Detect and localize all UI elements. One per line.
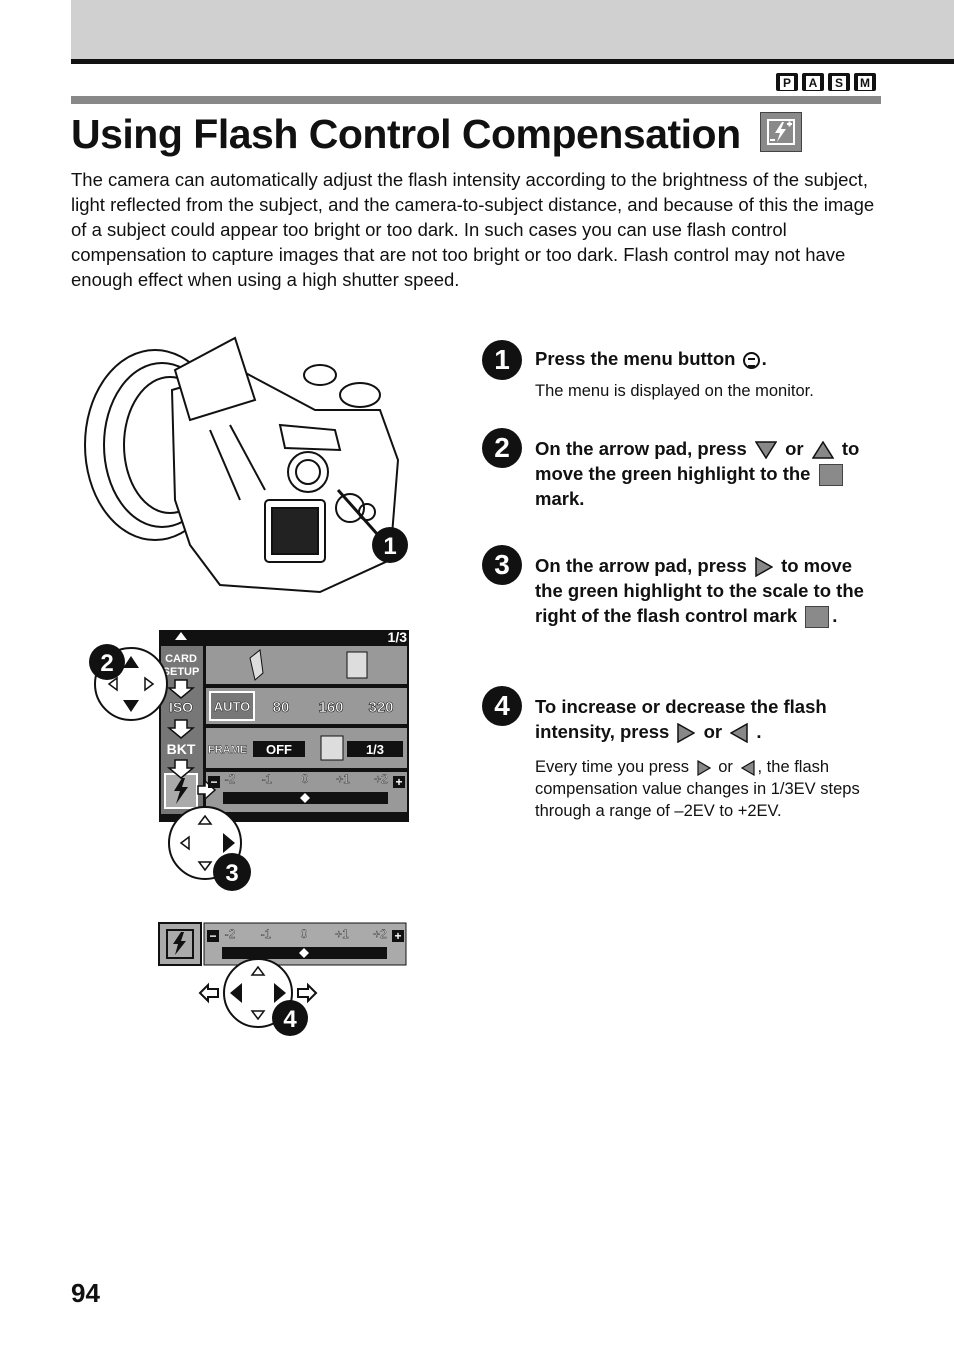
lcd-tick-0: 0 xyxy=(302,772,309,786)
exposure-mode-badges: P A S M xyxy=(776,73,876,91)
right-arrow-icon xyxy=(755,557,773,578)
step-4-number: 4 xyxy=(482,686,522,726)
lcd-card-label: CARD xyxy=(165,653,197,665)
up-arrow-icon xyxy=(811,441,834,459)
lcd-iso-320: 320 xyxy=(368,699,393,716)
lcd-iso-auto: AUTO xyxy=(214,699,251,714)
step-4-description: Every time you press or , the flash comp… xyxy=(535,758,860,820)
scale-tick-p2: +2 xyxy=(373,927,387,941)
left-arrow-icon xyxy=(740,759,755,776)
flash-compensation-icon xyxy=(805,606,830,629)
mode-badge-m: M xyxy=(854,73,876,91)
lcd-iso-160: 160 xyxy=(318,699,343,716)
menu-button-icon xyxy=(742,351,760,369)
step-3-title: On the arrow pad, press to move the gree… xyxy=(535,553,875,629)
mode-badge-s: S xyxy=(828,73,850,91)
callout-3-badge: 3 xyxy=(213,853,251,891)
lcd-frame-value: OFF xyxy=(266,742,292,757)
lcd-scale-plus: + xyxy=(395,775,402,789)
scale-lcd-illustration: − + -2 -1 0 +1 +2 4 xyxy=(158,922,407,1036)
lcd-tick-p1: +1 xyxy=(336,772,350,786)
lcd-bkt-label: BKT xyxy=(167,741,196,757)
step-3-number: 3 xyxy=(482,545,522,585)
header-band xyxy=(71,0,954,60)
flash-compensation-icon xyxy=(760,112,802,152)
scale-plus: + xyxy=(394,929,401,943)
left-arrow-icon xyxy=(730,723,749,744)
right-arrow-icon xyxy=(677,723,696,744)
step-2-number: 2 xyxy=(482,428,522,468)
mode-badge-p: P xyxy=(776,73,798,91)
lcd-page-indicator: 1/3 xyxy=(388,629,408,645)
lcd-scale-minus: − xyxy=(210,775,217,789)
callout-4: 4 xyxy=(283,1006,297,1033)
step-1-number: 1 xyxy=(482,340,522,380)
camera-illustration: 1 xyxy=(84,336,408,594)
lcd-bkt-step: 1/3 xyxy=(366,742,384,757)
lcd-setup-label: SETUP xyxy=(163,666,200,678)
title-rule xyxy=(71,96,881,104)
right-arrow-icon xyxy=(697,759,711,776)
flash-compensation-icon xyxy=(818,464,843,487)
lcd-tick-p2: +2 xyxy=(374,772,388,786)
step-1-description: The menu is displayed on the monitor. xyxy=(535,382,814,400)
lcd-frame-label: FRAME xyxy=(208,744,247,756)
lcd-tick-m1: -1 xyxy=(262,772,273,786)
scale-tick-0: 0 xyxy=(301,927,308,941)
lcd-iso-80: 80 xyxy=(273,699,290,716)
header-rule xyxy=(71,59,954,64)
page-title: Using Flash Control Compensation xyxy=(71,111,741,157)
callout-2: 2 xyxy=(100,650,113,677)
step-1-title: Press the menu button . xyxy=(535,348,767,369)
mode-badge-a: A xyxy=(802,73,824,91)
step-4-title: To increase or decrease the flash intens… xyxy=(535,696,827,744)
lcd-tick-m2: -2 xyxy=(225,772,236,786)
scale-tick-p1: +1 xyxy=(335,927,349,941)
callout-3: 3 xyxy=(225,860,238,887)
intro-paragraph: The camera can automatically adjust the … xyxy=(71,169,875,290)
step-2-title: On the arrow pad, press or to move the g… xyxy=(535,438,860,510)
scale-tick-m2: -2 xyxy=(225,927,236,941)
scale-minus: − xyxy=(209,929,216,943)
page-number: 94 xyxy=(71,1278,100,1308)
callout-1: 1 xyxy=(383,533,396,560)
menu-lcd-illustration: 1/3 CARD SETUP ISO BKT AUTO 80 160 320 F… xyxy=(89,629,409,880)
scale-tick-m1: -1 xyxy=(261,927,272,941)
down-arrow-icon xyxy=(754,441,777,460)
lcd-iso-label: ISO xyxy=(169,699,193,715)
